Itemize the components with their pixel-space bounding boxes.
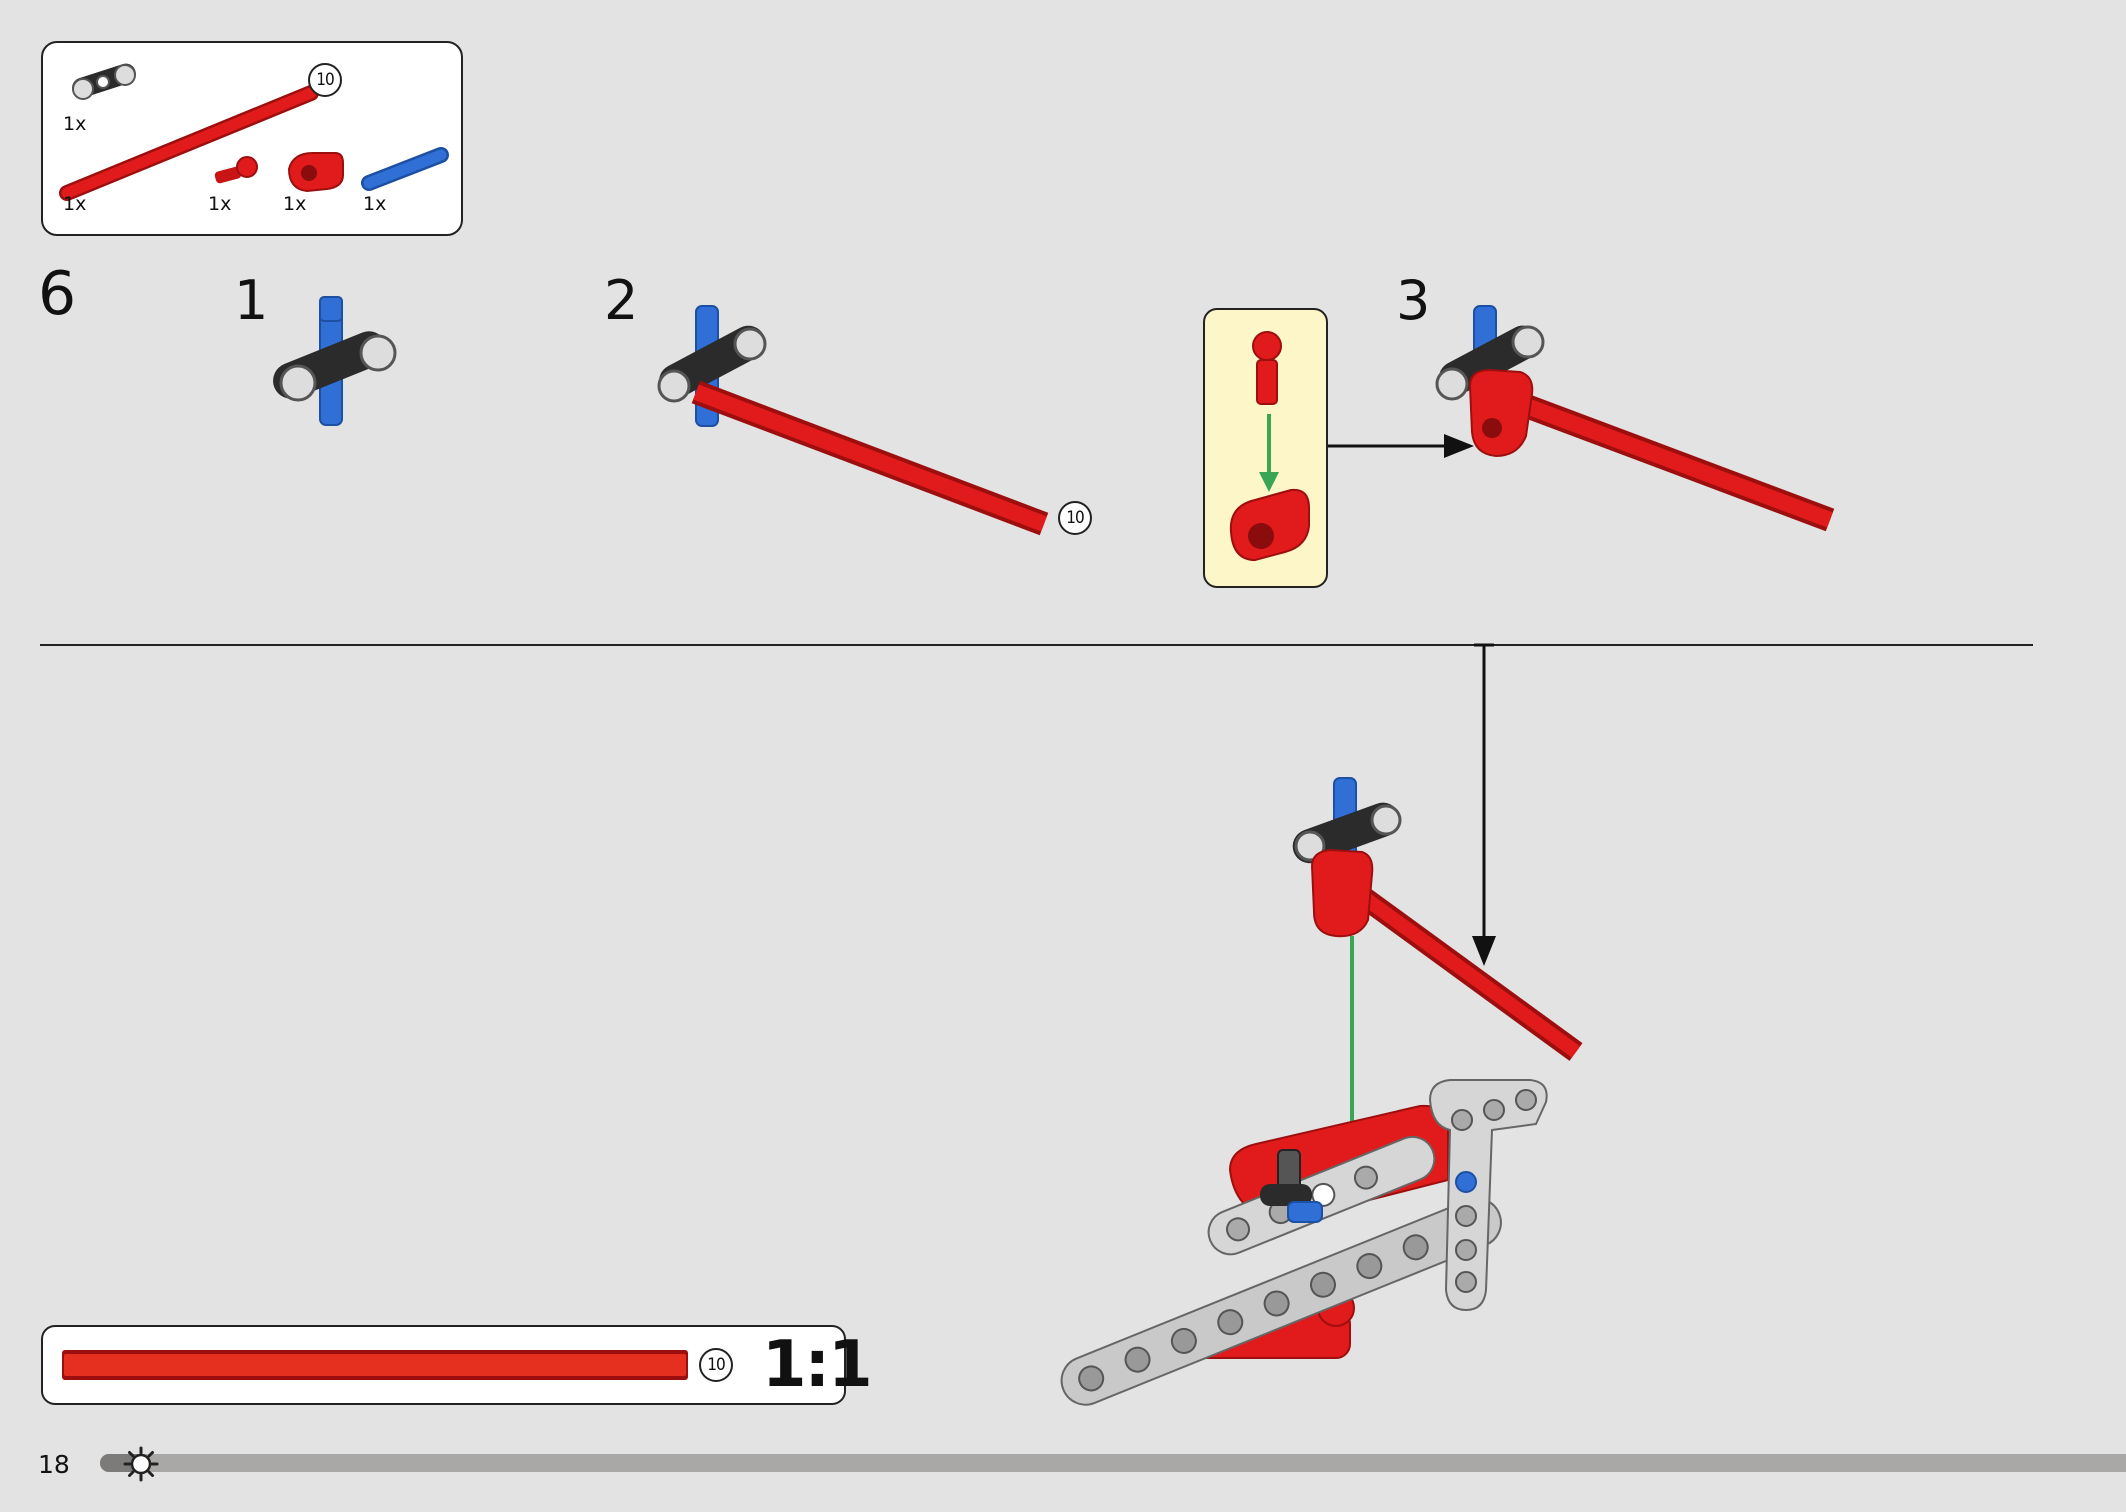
axle-connector-image [1229, 488, 1310, 562]
final-assembly-image [1060, 777, 1583, 1406]
axle-qty: 1x [63, 193, 87, 215]
attach-arrow [1472, 643, 1496, 966]
scale-label: 1:1 [762, 1328, 873, 1402]
green-insert-arrow [1259, 414, 1279, 492]
connector-part-icon [72, 63, 136, 100]
axle-size-badge: 10 [308, 63, 342, 97]
ball-pin-image [1252, 331, 1282, 405]
progress-bar-track [100, 1454, 2126, 1472]
ball-pin-part-icon [214, 156, 258, 184]
substep-1-number: 1 [234, 269, 269, 332]
callout-arrow [1328, 434, 1474, 458]
substep-2-assembly-image [657, 305, 1049, 536]
connector-qty: 1x [63, 113, 87, 135]
substep-1-assembly-image [273, 296, 397, 426]
substep-2-axle-size-badge: 10 [1058, 501, 1092, 535]
page-number: 18 [38, 1450, 70, 1479]
step-number: 6 [38, 259, 77, 329]
axle-part-icon [59, 85, 319, 201]
substep-2-number: 2 [604, 269, 639, 332]
blue-pin-qty: 1x [363, 193, 387, 215]
substep-3-number: 3 [1396, 269, 1431, 332]
ball-pin-qty: 1x [208, 193, 232, 215]
sub-assembly-callout [1203, 308, 1328, 588]
axle-connector-part-icon [287, 152, 344, 193]
progress-gear-icon [123, 1446, 159, 1482]
scale-axle-image [62, 1350, 688, 1380]
axle-connector-qty: 1x [283, 193, 307, 215]
substep-3-assembly-image [1435, 305, 1835, 532]
section-divider [40, 644, 2033, 646]
scale-axle-size-badge: 10 [699, 1348, 733, 1382]
parts-list-box: 1x 10 1x 1x 1x 1x [41, 41, 463, 236]
progress-bar-fill [100, 1454, 141, 1472]
blue-pin-part-icon [361, 147, 449, 191]
